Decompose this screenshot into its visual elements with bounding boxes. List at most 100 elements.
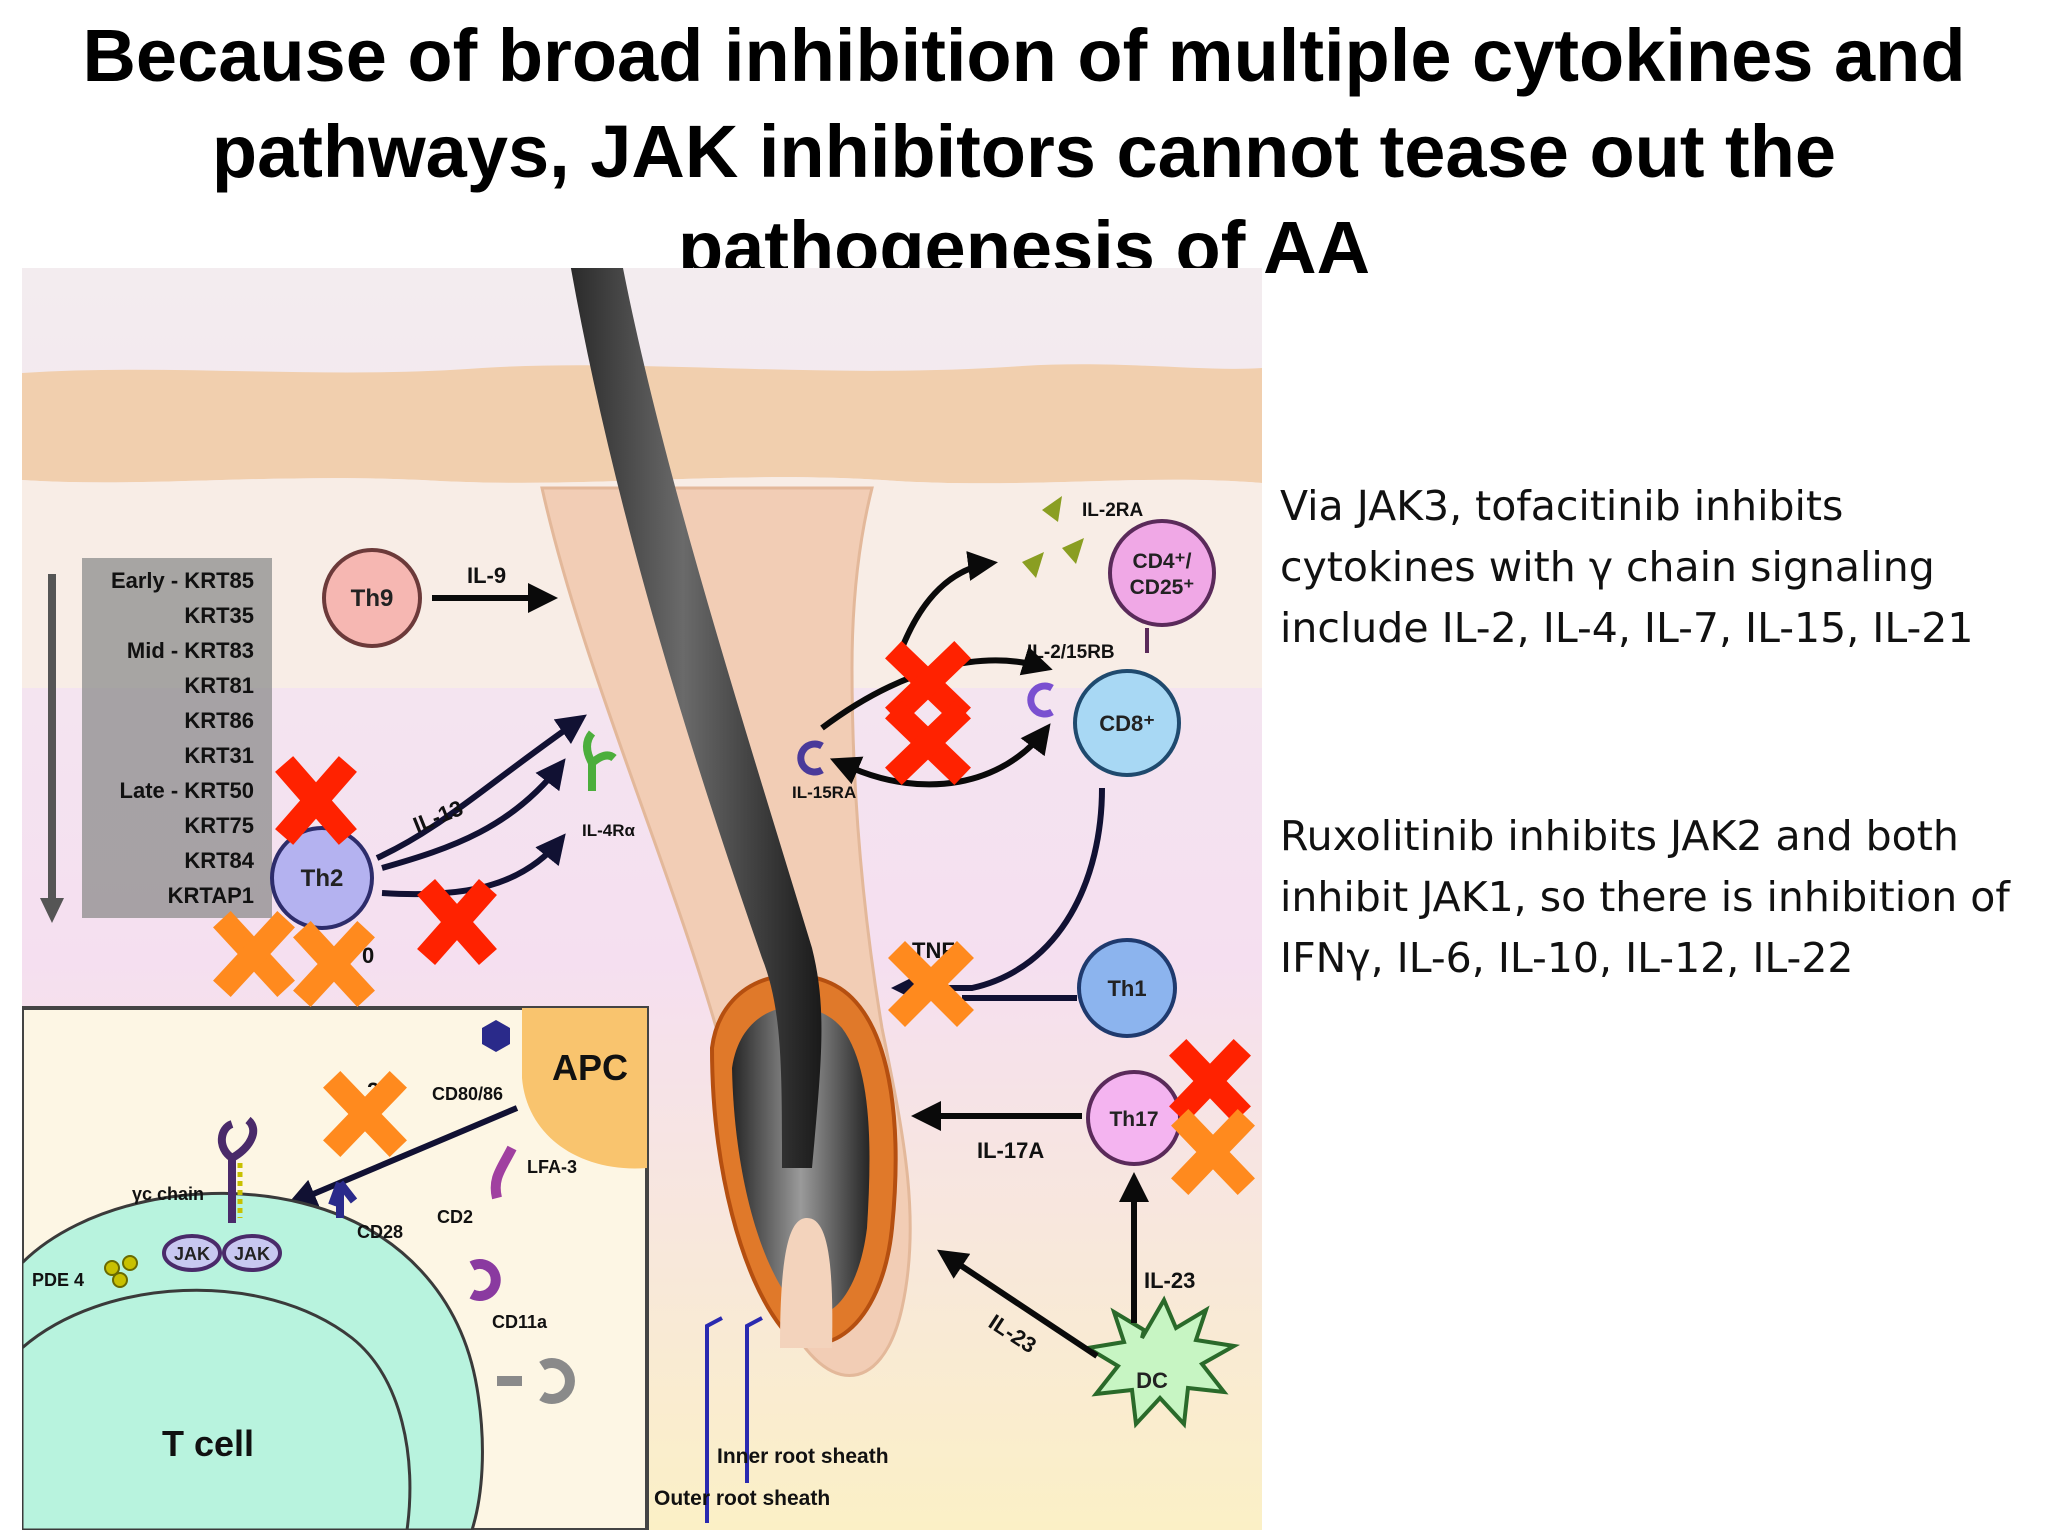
th9-cell xyxy=(322,548,422,648)
inhibition-x-red-th17 xyxy=(1169,1039,1251,1123)
tofacitinib-line-2: cytokines with γ chain signaling xyxy=(1280,543,1935,591)
t-cell xyxy=(22,1191,484,1530)
il215rb-receptor xyxy=(1027,682,1054,718)
jak-2 xyxy=(222,1234,282,1272)
keratin-item: KRT35 xyxy=(184,603,254,628)
cd2-label: CD2 xyxy=(437,1207,473,1227)
cd8-to-follicle-arrow xyxy=(891,787,1105,1003)
keratin-item: KRT31 xyxy=(184,743,254,768)
cd80-86-ligand xyxy=(482,1020,510,1052)
apc-label: APC xyxy=(552,1047,628,1088)
cd11a-receptor xyxy=(497,1358,575,1404)
title-line-2: pathways, JAK inhibitors cannot tease ou… xyxy=(211,110,1837,193)
inhibition-x-orange-th2-b xyxy=(293,921,375,1007)
th2-il13-arrow xyxy=(381,758,566,871)
th1-cell xyxy=(1077,938,1177,1038)
keratin-list: Early - KRT85 KRT35 Mid - KRT83 KRT81 KR… xyxy=(111,568,255,908)
il15ra-label: IL-15RA xyxy=(792,783,856,802)
ruxolitinib-line-3: IFNγ, IL-6, IL-10, IL-12, IL-22 xyxy=(1280,934,1854,982)
inhibition-x-orange-th2-a xyxy=(213,911,295,997)
inhibition-x-red-th2-il4 xyxy=(417,879,497,965)
cd11a-label: CD11a xyxy=(492,1312,548,1332)
jak-2-label: JAK xyxy=(234,1244,270,1264)
pde4-dots xyxy=(104,1255,138,1288)
inhibition-x-orange-th17 xyxy=(1171,1109,1255,1195)
dc-cell xyxy=(1082,1295,1240,1429)
dc-to-follicle-arrow xyxy=(937,1249,1099,1359)
inhibition-x-orange-tnf xyxy=(888,941,974,1027)
th1-label: Th1 xyxy=(1107,976,1146,1001)
cd80-86-label: CD80/86 xyxy=(432,1084,503,1104)
th17-label: Th17 xyxy=(1109,1108,1158,1131)
slide-title: Because of broad inhibition of multiple … xyxy=(0,8,2048,296)
cd8-cell xyxy=(1073,669,1181,777)
tofacitinib-line-1: Via JAK3, tofacitinib inhibits xyxy=(1280,482,1844,530)
dermal-papilla xyxy=(780,1218,833,1348)
ruxolitinib-line-2: inhibit JAK1, so there is inhibition of xyxy=(1280,873,2010,921)
lfa3-ligand xyxy=(490,1145,517,1200)
ruxolitinib-line-1: Ruxolitinib inhibits JAK2 and both xyxy=(1280,812,1959,860)
il17a-label: IL-17A xyxy=(977,1138,1044,1163)
inhibition-x-red-th2 xyxy=(275,756,357,845)
il23-upper-label: IL-23 xyxy=(1144,1268,1195,1293)
cd4-cd25-cell xyxy=(1108,519,1216,627)
apc-to-tcell-arrow xyxy=(286,1105,519,1208)
keratin-arrowhead xyxy=(40,898,64,923)
il2-arrow xyxy=(899,551,998,650)
keratin-item: Late - KRT50 xyxy=(120,778,254,803)
cd8-label: CD8⁺ xyxy=(1099,711,1155,736)
th2-label: Th2 xyxy=(301,865,344,892)
outer-root-sheath-label: Outer root sheath xyxy=(654,1487,830,1510)
jak-1-label: JAK xyxy=(174,1244,210,1264)
il9-label: IL-9 xyxy=(467,563,506,588)
cd28-label: CD28 xyxy=(357,1222,403,1242)
th2-il10-fragment: 0 xyxy=(362,943,374,968)
il4ra-label: IL-4Rα xyxy=(582,821,636,840)
il2ra-triangles xyxy=(1022,496,1084,578)
keratin-panel xyxy=(82,558,272,918)
inhibition-x-red-il15 xyxy=(885,701,971,785)
red-inhibition-marks xyxy=(275,641,1251,1123)
inner-root-sheath-label: Inner root sheath xyxy=(717,1445,889,1468)
keratin-item: KRT86 xyxy=(184,708,254,733)
yc-chain-receptor xyxy=(217,1116,258,1223)
cd28-receptor xyxy=(328,1180,358,1218)
orange-inhibition-marks xyxy=(213,911,1255,1195)
cd25-label: CD25⁺ xyxy=(1130,576,1195,599)
il4ra-receptor xyxy=(583,730,617,791)
title-line-1: Because of broad inhibition of multiple … xyxy=(82,14,1966,97)
keratin-item: KRT81 xyxy=(184,673,254,698)
hair-shaft xyxy=(570,268,822,1168)
yc-chain-label: γc chain xyxy=(132,1184,204,1204)
il215rb-label: IL-2/15RB xyxy=(1027,642,1115,663)
il15ra-receptor xyxy=(797,740,824,776)
inhibition-x-red-il2 xyxy=(885,641,971,725)
pathogenesis-diagram: Early - KRT85 KRT35 Mid - KRT83 KRT81 KR… xyxy=(22,268,1262,1530)
keratin-item: Mid - KRT83 xyxy=(127,638,254,663)
lfa3-label: LFA-3 xyxy=(527,1157,577,1177)
sheath-marker-outer xyxy=(705,1316,723,1523)
keratin-item: KRT75 xyxy=(184,813,254,838)
th2-arrow-lower xyxy=(381,833,566,898)
dc-label: DC xyxy=(1136,1368,1168,1393)
keratin-item: Early - KRT85 xyxy=(111,568,254,593)
t-cell-nucleus xyxy=(22,1288,412,1530)
th2-arrow-upper xyxy=(375,714,587,861)
sheath-marker-inner xyxy=(745,1316,763,1483)
keratin-item: KRT84 xyxy=(184,848,254,873)
keratin-item: KRTAP1 xyxy=(168,883,254,908)
tofacitinib-note: Via JAK3, tofacitinib inhibits cytokines… xyxy=(1280,476,2040,659)
il15-loop-lower xyxy=(829,723,1051,788)
ruxolitinib-note: Ruxolitinib inhibits JAK2 and both inhib… xyxy=(1280,806,2040,989)
t-cell-label: T cell xyxy=(162,1423,254,1464)
apc-cell xyxy=(522,1008,647,1169)
tofacitinib-line-3: include IL-2, IL-4, IL-7, IL-15, IL-21 xyxy=(1280,604,1974,652)
inhibition-x-orange-il23-apc xyxy=(323,1071,407,1157)
cd4-label: CD4⁺/ xyxy=(1133,550,1192,573)
th9-label: Th9 xyxy=(351,585,394,612)
il2ra-label: IL-2RA xyxy=(1082,500,1144,521)
pde4-label: PDE 4 xyxy=(32,1270,84,1290)
cd2-receptor xyxy=(469,1259,501,1301)
th2-cell xyxy=(270,826,374,930)
jak-1 xyxy=(162,1234,222,1272)
